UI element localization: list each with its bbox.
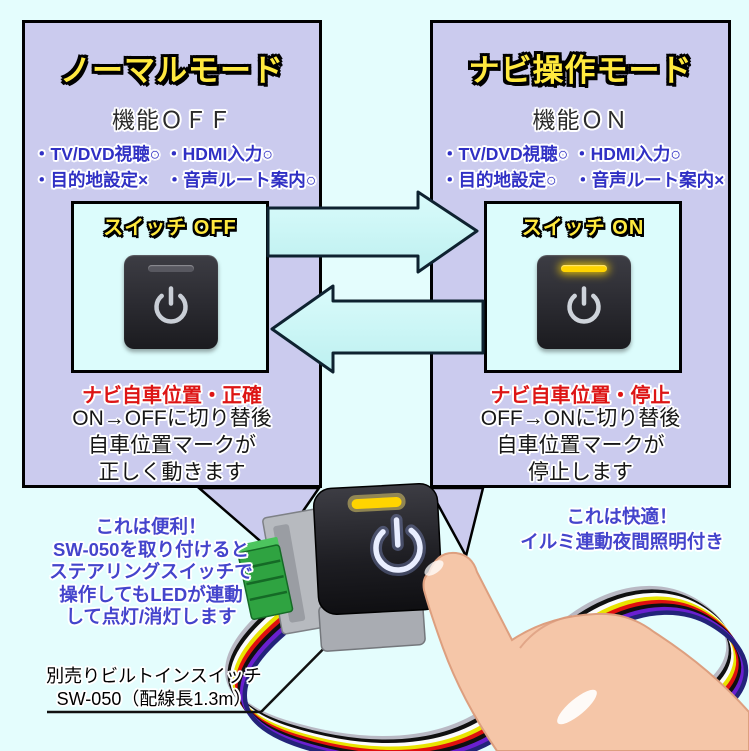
led-on-indicator (561, 265, 607, 272)
note-line: して点灯/消灯します (65, 606, 237, 627)
product-label-line: 別売りビルトインスイッチ (46, 666, 262, 686)
note-line: ステアリングスイッチで (49, 561, 253, 582)
normal-mode-result-title: ナビ自車位置・正確 (82, 385, 262, 407)
navi-mode-panel: ナビ操作モード 機能ＯＮ ・TV/DVD視聴○ ・HDMI入力○ ・目的地設定○… (430, 20, 731, 488)
note-line: これは快適！ (566, 506, 678, 527)
result-line: 自車位置マークが (496, 434, 665, 457)
switch-on-label: スイッチ ON (521, 217, 645, 239)
normal-mode-function-state: 機能ＯＦＦ (112, 107, 232, 133)
switch-off-box: スイッチ OFF (71, 201, 269, 373)
finger-gap-highlight (557, 689, 597, 725)
led-off-indicator (148, 265, 194, 272)
power-icon (567, 286, 601, 324)
switch-off-label: スイッチ OFF (103, 217, 237, 239)
note-line: 操作してもLEDが連動 (59, 583, 243, 605)
product-model-number: SW-050（配線長1.3m） (56, 689, 252, 709)
switch-on-box: スイッチ ON (484, 201, 682, 373)
note-led-sync: これは便利！ SW-050を取り付けると ステアリングスイッチで 操作してもLE… (24, 516, 278, 629)
mounting-bracket (262, 507, 426, 652)
power-icon (154, 286, 188, 324)
navi-mode-result-title: ナビ自車位置・停止 (490, 385, 671, 407)
right-bubble-tail (426, 486, 485, 560)
result-line: 正しく動きます (98, 461, 246, 484)
switch-button-off-illustration (124, 255, 218, 349)
result-line: OFF→ONに切り替後 (480, 407, 681, 430)
normal-mode-title: ノーマルモード (60, 53, 284, 88)
result-line: 自車位置マークが (88, 434, 256, 457)
product-label: 別売りビルトインスイッチ SW-050（配線長1.3m） (30, 665, 278, 711)
pointing-hand (422, 551, 749, 751)
feature-line: ・目的地設定× ・音声ルート案内○ (33, 170, 317, 190)
product-switch (312, 483, 444, 615)
note-line: SW-050を取り付けると (53, 538, 249, 560)
normal-mode-panel: ノーマルモード 機能ＯＦＦ ・TV/DVD視聴○ ・HDMI入力○ ・目的地設定… (22, 20, 322, 488)
navi-mode-function-state: 機能ＯＮ (532, 107, 629, 133)
note-illumination: これは快適！ イルミ連動夜間照明付き (500, 504, 744, 554)
power-icon (370, 513, 426, 577)
result-line: ON→OFFに切り替後 (72, 407, 272, 430)
led-glow (347, 492, 406, 513)
feature-line: ・目的地設定○ ・音声ルート案内× (441, 170, 725, 190)
normal-mode-result-text: ON→OFFに切り替後 自車位置マークが 正しく動きます (25, 405, 319, 486)
note-line: これは便利！ (95, 516, 207, 537)
normal-mode-feature-list: ・TV/DVD視聴○ ・HDMI入力○ ・目的地設定× ・音声ルート案内○ (33, 141, 317, 193)
navi-mode-feature-list: ・TV/DVD視聴○ ・HDMI入力○ ・目的地設定○ ・音声ルート案内× (441, 141, 726, 193)
switch-button-on-illustration (537, 255, 631, 349)
fingertip-highlight (424, 560, 444, 576)
navi-mode-result-text: OFF→ONに切り替後 自車位置マークが 停止します (433, 405, 728, 486)
feature-line: ・TV/DVD視聴○ ・HDMI入力○ (33, 144, 273, 164)
navi-mode-title: ナビ操作モード (468, 53, 693, 88)
led-on-indicator (351, 496, 402, 510)
feature-line: ・TV/DVD視聴○ ・HDMI入力○ (441, 144, 681, 164)
note-line: イルミ連動夜間照明付き (520, 531, 724, 552)
result-line: 停止します (528, 461, 633, 484)
wire-harness (225, 585, 749, 751)
